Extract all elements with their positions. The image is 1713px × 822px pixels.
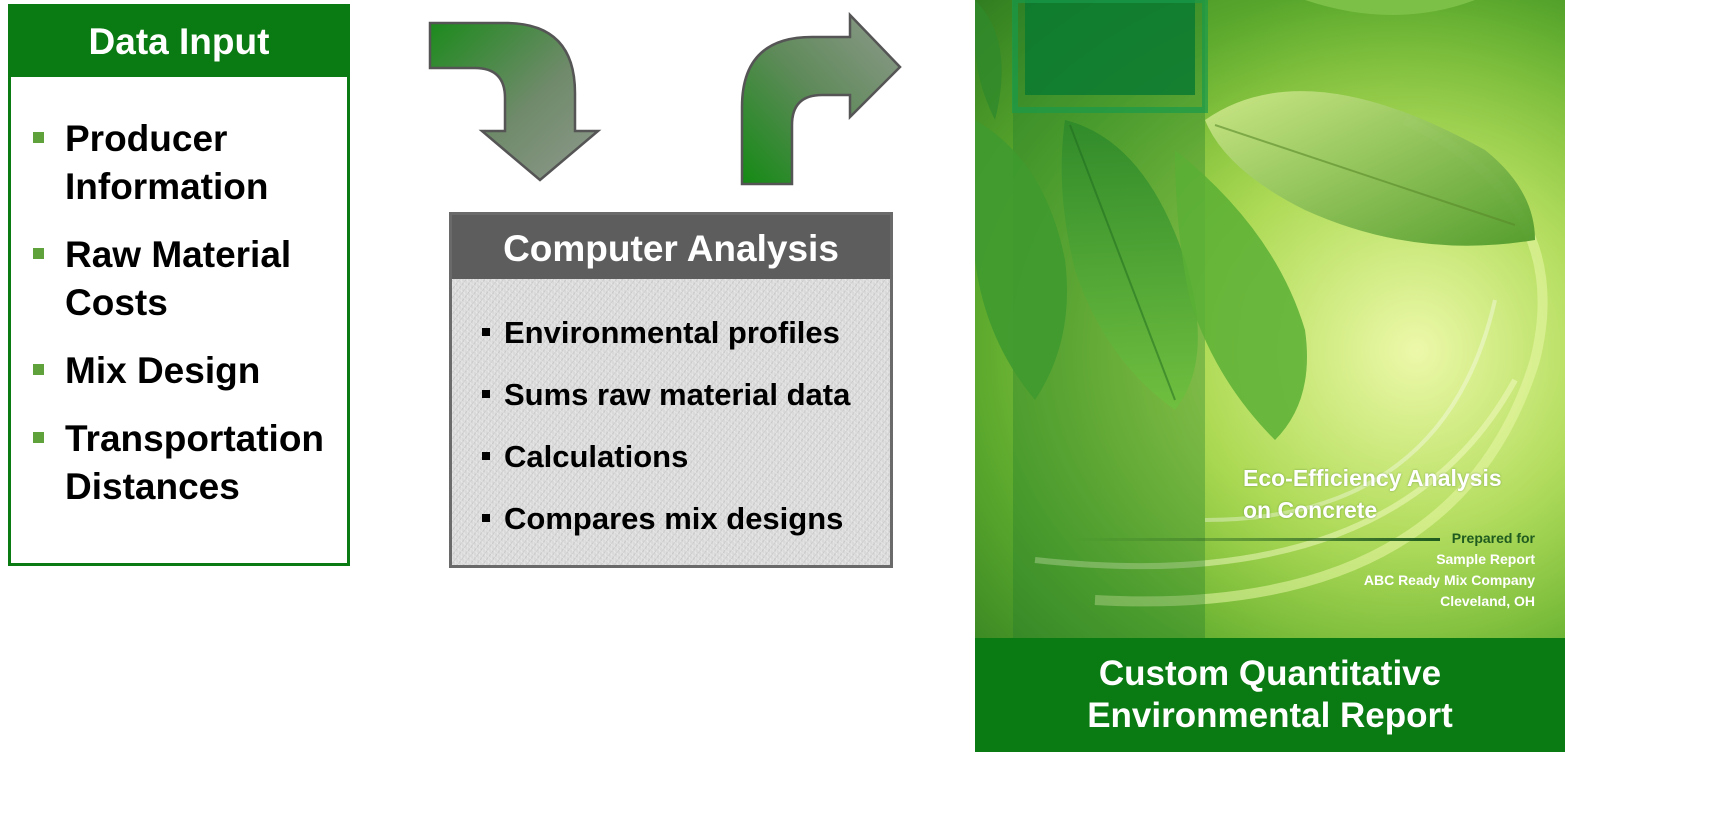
list-item: Raw Material Costs (33, 231, 347, 327)
report-caption-line: Environmental Report (1087, 696, 1453, 735)
client-location: Cleveland, OH (1440, 593, 1535, 609)
list-item: Transportation Distances (33, 415, 347, 511)
report-cover-title-line: Eco-Efficiency Analysis (1243, 465, 1502, 491)
data-input-title: Data Input (11, 7, 347, 77)
bullet-icon (33, 248, 44, 259)
report-cover-title: Eco-Efficiency Analysis on Concrete (1243, 462, 1502, 526)
bullet-icon (33, 432, 44, 443)
bullet-icon (482, 390, 490, 398)
prepared-for-label: Prepared for (1451, 530, 1535, 546)
computer-analysis-box: Computer Analysis Environmental profiles… (449, 212, 893, 568)
bullet-icon (33, 364, 44, 375)
computer-analysis-list: Environmental profiles Sums raw material… (452, 279, 890, 563)
report-caption-line: Custom Quantitative (1098, 654, 1442, 693)
list-item: Mix Design (33, 347, 347, 395)
list-item-label: Sums raw material data (504, 377, 851, 412)
list-item: Environmental profiles (482, 315, 890, 377)
list-item-label: Raw Material Costs (65, 234, 292, 323)
report-cover-image: Eco-Efficiency Analysis on Concrete Prep… (975, 0, 1565, 638)
report-caption: Custom Quantitative Environmental Report (975, 638, 1565, 752)
bullet-icon (33, 132, 44, 143)
bullet-icon (482, 514, 490, 522)
list-item-label: Producer Information (65, 118, 269, 207)
list-item-label: Compares mix designs (504, 501, 844, 536)
divider (1075, 538, 1440, 541)
up-right-arrow-icon (740, 12, 902, 186)
client-company: ABC Ready Mix Company (1363, 572, 1535, 588)
computer-analysis-title: Computer Analysis (452, 215, 890, 279)
client-name: Sample Report (1436, 551, 1535, 567)
list-item-label: Calculations (504, 439, 689, 474)
bullet-icon (482, 452, 490, 460)
data-input-box: Data Input Producer Information Raw Mate… (8, 4, 350, 566)
down-arrow-icon (428, 21, 602, 182)
report-cover-panel: Eco-Efficiency Analysis on Concrete Prep… (975, 0, 1565, 752)
leaf-artwork (975, 0, 1565, 638)
list-item-label: Transportation Distances (65, 418, 325, 507)
bullet-icon (482, 328, 490, 336)
list-item-label: Environmental profiles (504, 315, 840, 350)
report-cover-meta: Prepared for Sample Report ABC Ready Mix… (1364, 528, 1535, 612)
list-item: Compares mix designs (482, 501, 890, 563)
list-item-label: Mix Design (65, 350, 261, 391)
list-item: Producer Information (33, 115, 347, 211)
list-item: Sums raw material data (482, 377, 890, 439)
report-cover-title-line: on Concrete (1243, 497, 1378, 523)
list-item: Calculations (482, 439, 890, 501)
data-input-list: Producer Information Raw Material Costs … (11, 77, 347, 511)
